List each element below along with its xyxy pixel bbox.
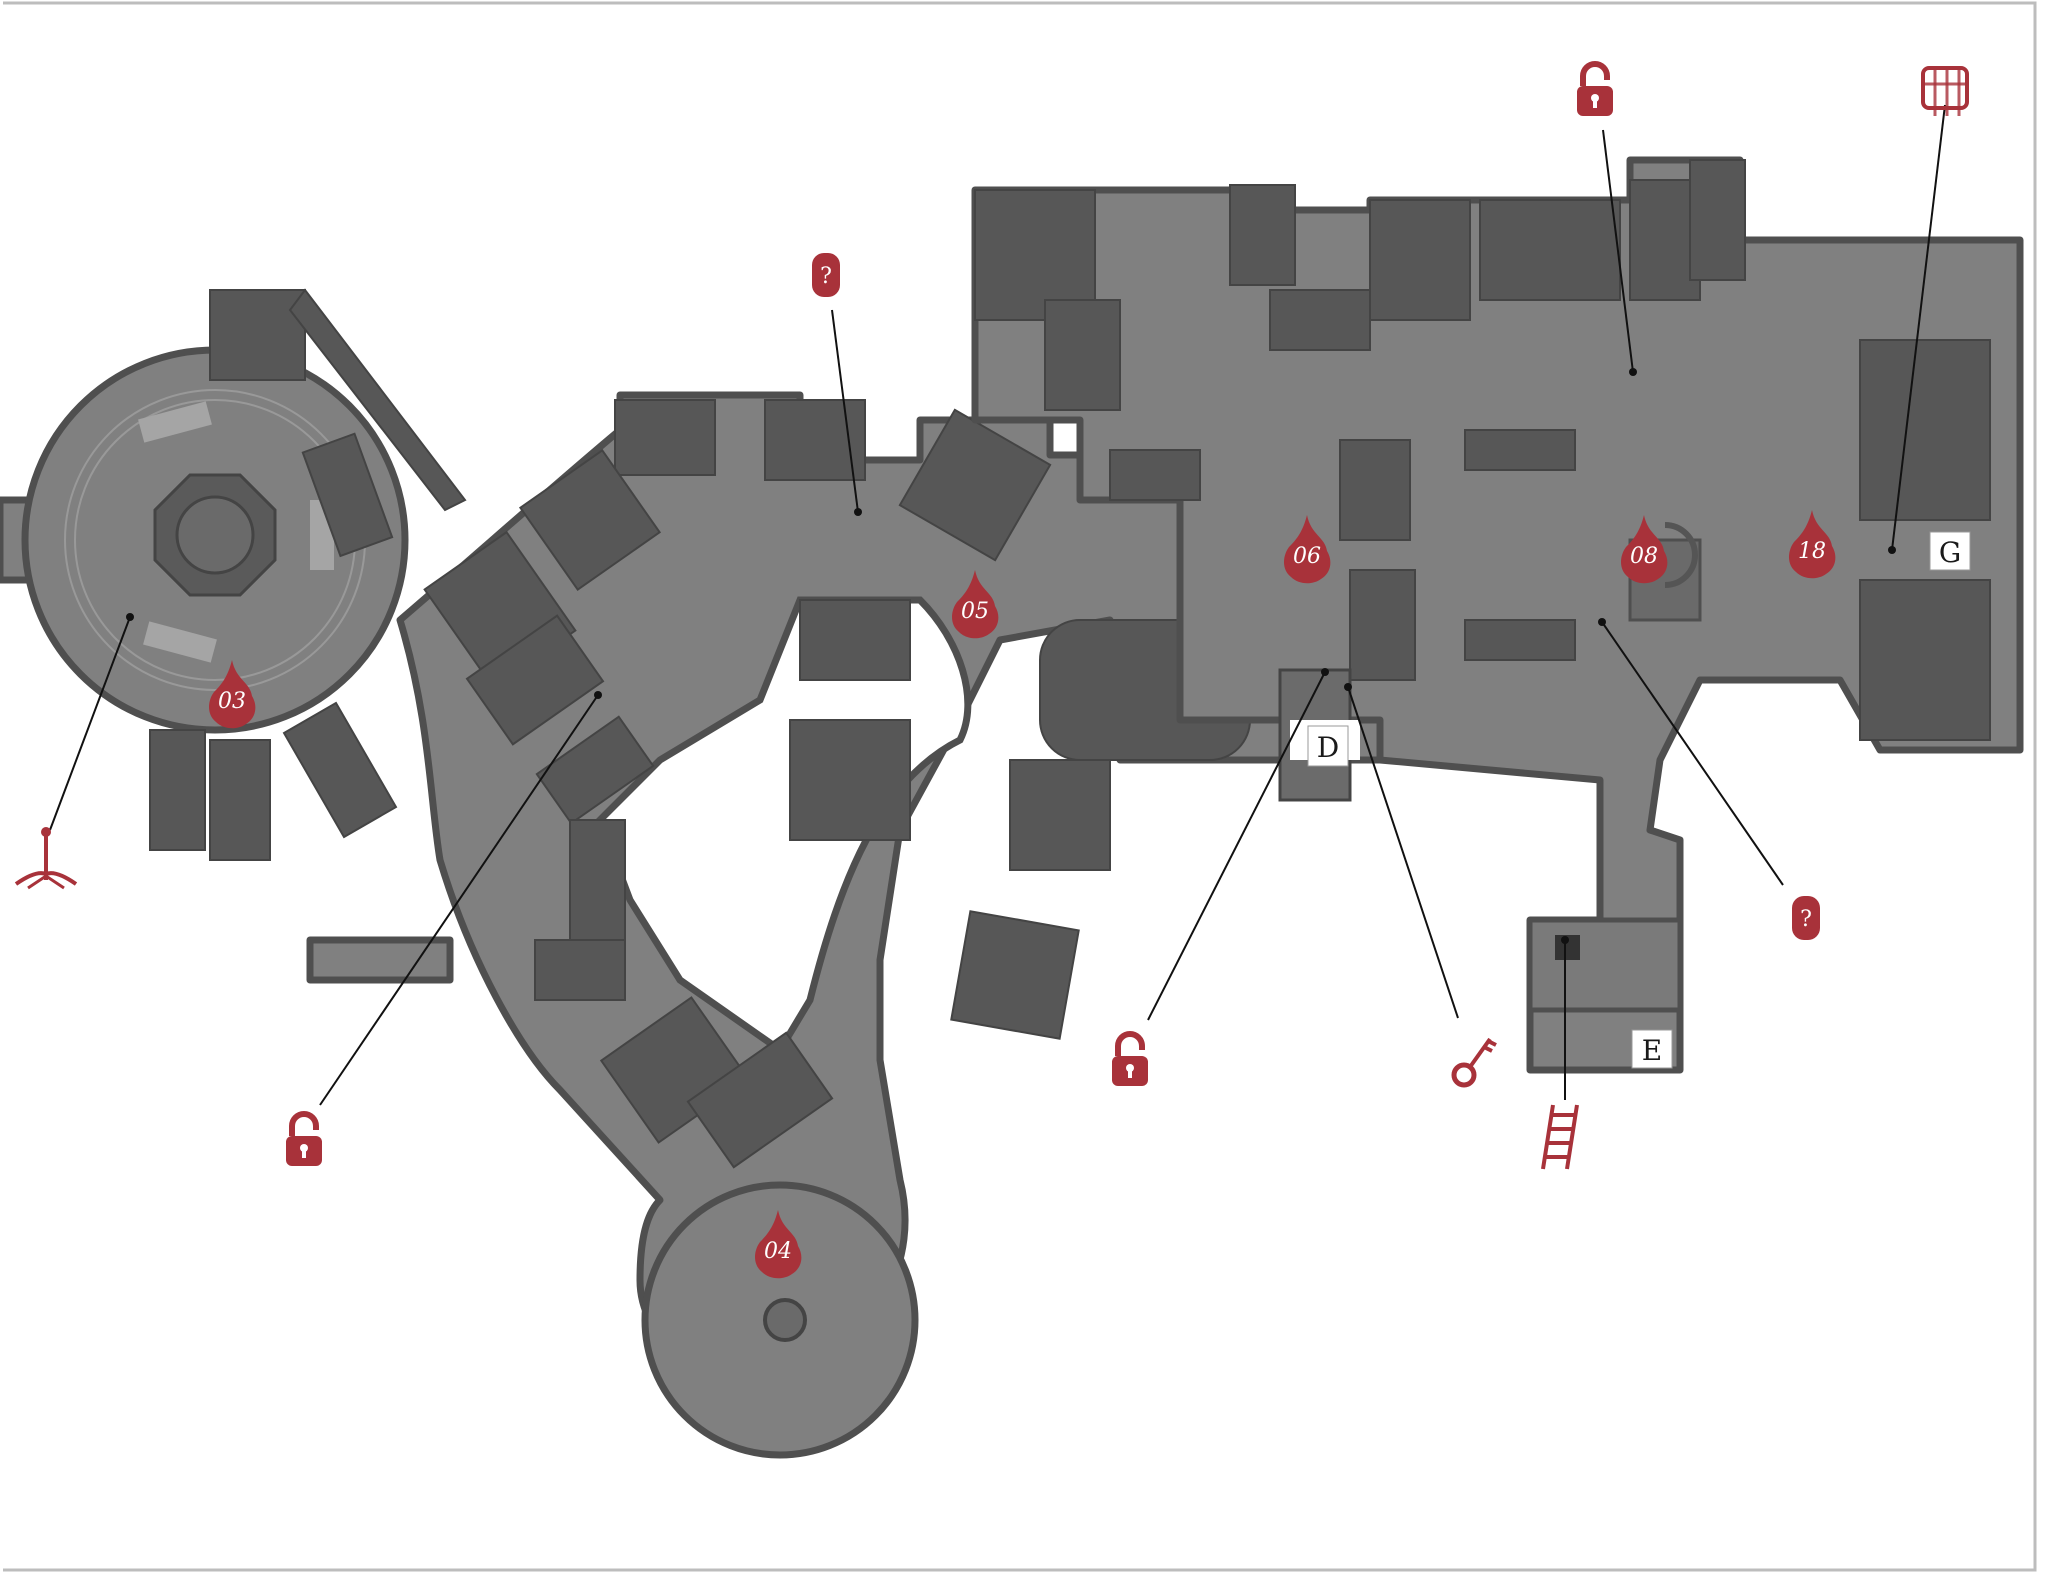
exit-g-marker[interactable]: G bbox=[1929, 531, 1971, 571]
area-05-label: 05 bbox=[961, 599, 989, 624]
west-rotunda bbox=[0, 288, 467, 861]
area-08-label: 08 bbox=[1630, 544, 1658, 569]
area-04-marker[interactable]: 04 bbox=[755, 1210, 802, 1279]
area-18-marker[interactable]: 18 bbox=[1789, 510, 1836, 579]
padlock-icon[interactable] bbox=[1577, 64, 1613, 116]
area-08-marker[interactable]: 08 bbox=[1621, 515, 1668, 584]
key-icon[interactable] bbox=[1451, 1037, 1497, 1088]
area-18-label: 18 bbox=[1798, 539, 1826, 564]
exit-e-label: E bbox=[1642, 1034, 1662, 1067]
leader-lines bbox=[49, 104, 1946, 1106]
area-03-label: 03 bbox=[218, 689, 246, 714]
question-mark-icon[interactable] bbox=[812, 253, 840, 297]
north-east-halls bbox=[971, 156, 2024, 1074]
area-06-label: 06 bbox=[1293, 544, 1321, 569]
sword-statue-icon[interactable] bbox=[14, 827, 78, 890]
ladder-icon[interactable] bbox=[1541, 1104, 1579, 1170]
area-04-label: 04 bbox=[764, 1239, 792, 1264]
page-border bbox=[3, 1, 2037, 1572]
area-03-marker[interactable]: 03 bbox=[209, 660, 256, 729]
area-06-marker[interactable]: 06 bbox=[1284, 515, 1331, 584]
gate-icon[interactable] bbox=[1921, 66, 1969, 116]
padlock-icon[interactable] bbox=[1112, 1034, 1148, 1086]
padlock-icon[interactable] bbox=[286, 1114, 322, 1166]
question-mark-icon[interactable] bbox=[1792, 896, 1820, 940]
exit-e-marker[interactable]: E bbox=[1631, 1029, 1673, 1069]
south-rotunda bbox=[641, 1181, 919, 1459]
exit-g-label: G bbox=[1939, 536, 1961, 569]
exit-d-marker[interactable]: D bbox=[1307, 725, 1349, 767]
area-05-marker[interactable]: 05 bbox=[952, 570, 999, 639]
exit-d-label: D bbox=[1317, 731, 1339, 764]
